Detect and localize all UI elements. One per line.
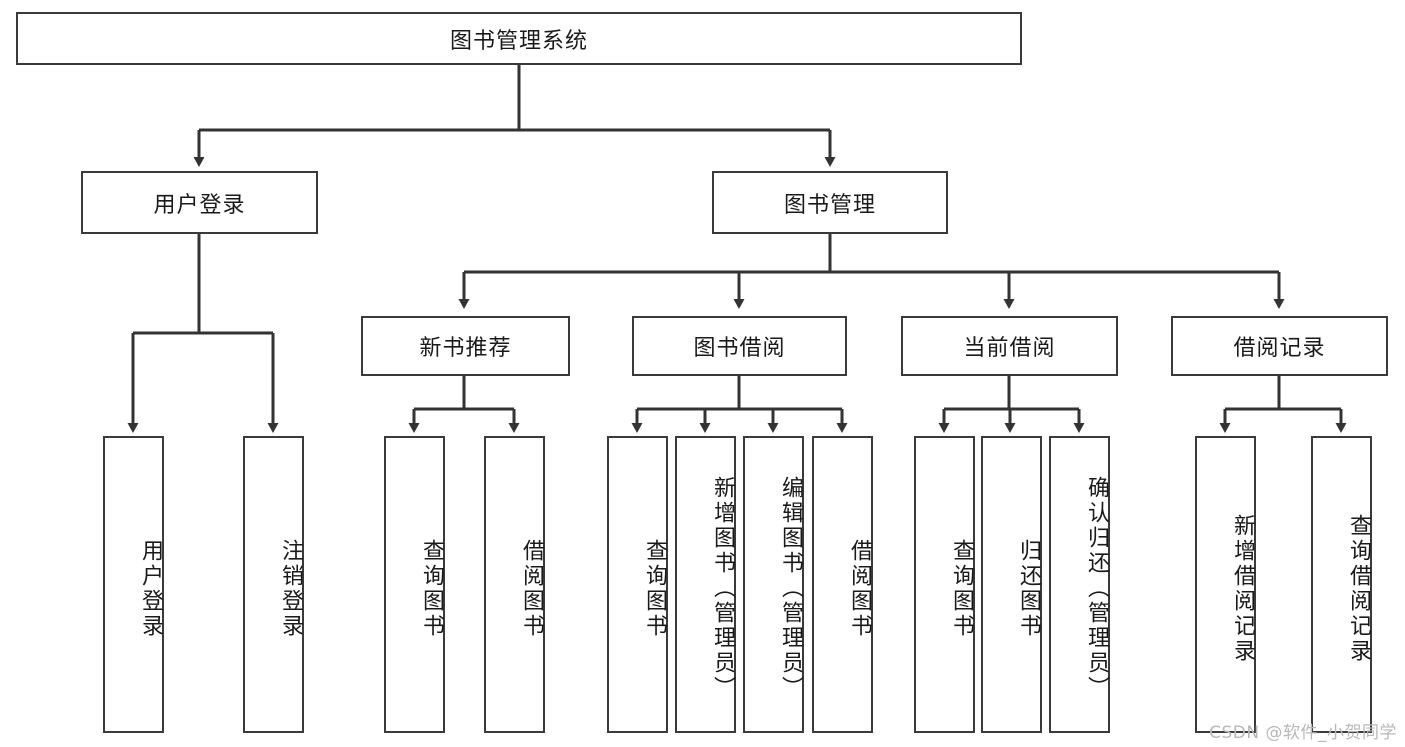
node-root-system[interactable]: 图书管理系统 xyxy=(16,12,1022,65)
watermark-text: CSDN @软件_小贺同学 xyxy=(1209,723,1397,743)
node-label: 注销登录 xyxy=(278,538,303,639)
leaf-user-login[interactable]: 用户登录 xyxy=(103,436,164,733)
node-user-login[interactable]: 用户登录 xyxy=(81,171,318,234)
node-current-borrow[interactable]: 当前借阅 xyxy=(901,316,1118,376)
node-label: 图书借阅 xyxy=(693,336,786,361)
leaf-user-logout[interactable]: 注销登录 xyxy=(243,436,304,733)
node-label: 借阅记录 xyxy=(1233,336,1326,361)
node-label: 图书管理系统 xyxy=(449,28,588,54)
node-label: 当前借阅 xyxy=(963,336,1056,361)
leaf-current-query-book[interactable]: 查询图书 xyxy=(914,436,975,733)
leaf-borrow-borrow-book[interactable]: 借阅图书 xyxy=(812,436,873,733)
node-label: 新增图书（管理员） xyxy=(710,476,735,701)
node-label: 借阅图书 xyxy=(519,538,544,639)
node-borrow-record[interactable]: 借阅记录 xyxy=(1171,316,1388,376)
node-label: 查询图书 xyxy=(949,538,974,639)
leaf-current-confirm-return-admin[interactable]: 确认归还（管理员） xyxy=(1049,436,1110,733)
leaf-borrow-add-book-admin[interactable]: 新增图书（管理员） xyxy=(675,436,736,733)
leaf-current-return-book[interactable]: 归还图书 xyxy=(981,436,1042,733)
node-label: 归还图书 xyxy=(1016,538,1041,639)
node-label: 新书推荐 xyxy=(419,336,512,361)
node-label: 借阅图书 xyxy=(847,538,872,639)
leaf-recommend-borrow-book[interactable]: 借阅图书 xyxy=(484,436,545,733)
node-label: 查询图书 xyxy=(642,538,667,639)
node-label: 图书管理 xyxy=(783,192,876,218)
node-book-borrow[interactable]: 图书借阅 xyxy=(632,316,847,376)
node-label: 用户登录 xyxy=(153,192,246,218)
node-label: 用户登录 xyxy=(138,538,163,639)
leaf-recommend-query-book[interactable]: 查询图书 xyxy=(384,436,445,733)
node-label: 编辑图书（管理员） xyxy=(778,476,803,701)
node-label: 查询图书 xyxy=(419,538,444,639)
leaf-record-query-record[interactable]: 查询借阅记录 xyxy=(1311,436,1372,733)
leaf-record-add-record[interactable]: 新增借阅记录 xyxy=(1195,436,1256,733)
node-label: 新增借阅记录 xyxy=(1230,513,1255,664)
leaf-borrow-edit-book-admin[interactable]: 编辑图书（管理员） xyxy=(743,436,804,733)
node-new-book-recommend[interactable]: 新书推荐 xyxy=(361,316,570,376)
node-label: 确认归还（管理员） xyxy=(1084,476,1109,701)
node-label: 查询借阅记录 xyxy=(1346,513,1371,664)
node-book-management[interactable]: 图书管理 xyxy=(712,171,948,234)
leaf-borrow-query-book[interactable]: 查询图书 xyxy=(607,436,668,733)
